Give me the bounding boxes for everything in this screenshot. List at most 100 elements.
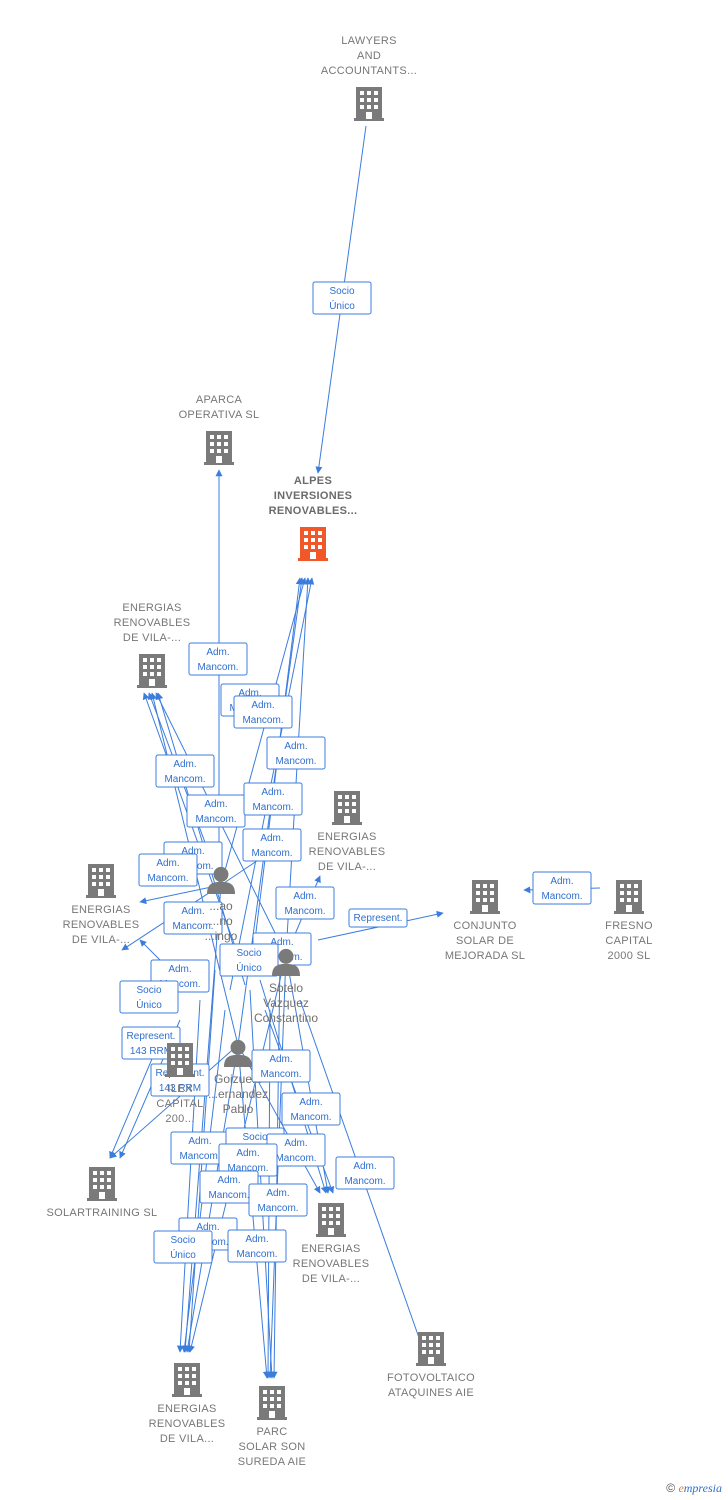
node-label: ALPES <box>294 475 332 487</box>
brand-footer: © empresia <box>666 1481 722 1496</box>
edge-label-text: Adm. <box>188 1136 211 1147</box>
edge-label-e22[interactable]: Adm.Mancom. <box>251 1049 311 1083</box>
edge-label-e14[interactable]: Represent. <box>348 908 408 928</box>
edge-label-e2[interactable]: Adm.Mancom. <box>188 642 248 676</box>
edge-label-text: Adm. <box>251 700 274 711</box>
edge-label-text: Adm. <box>236 1148 259 1159</box>
node-label: Goizue... <box>214 1072 262 1086</box>
edge-label-e33[interactable]: Adm.Mancom. <box>227 1229 287 1263</box>
company-node-lawyers[interactable]: LAWYERSANDACCOUNTANTS... <box>321 35 417 121</box>
edge-label-e27[interactable]: Adm. Mancom. <box>218 1143 278 1177</box>
edge-label-text: Adm. <box>266 1188 289 1199</box>
edge-label-text: Adm. <box>238 688 261 699</box>
edge-label-e18[interactable]: Adm.Mancom. <box>532 871 592 905</box>
relation-edge <box>109 1044 239 1159</box>
edge-label-e13[interactable]: Adm.Mancom. <box>163 901 223 935</box>
company-node-ilex[interactable]: ILEXCAPITAL200... <box>156 1043 203 1125</box>
building-icon <box>298 527 328 561</box>
node-label: RENOVABLES <box>293 1258 370 1270</box>
edge-label-box <box>219 943 279 977</box>
edge-label-e6[interactable]: Adm.Mancom. <box>155 754 215 788</box>
node-label: ENERGIAS <box>157 1403 216 1415</box>
edge-label-text: 143 RRM <box>130 1046 172 1057</box>
edge-label-e9[interactable]: Adm.Mancom. <box>242 828 302 862</box>
edge-label-box <box>312 281 372 315</box>
edge-label-text: Mancom. <box>275 756 316 767</box>
edge-label-text: Adm. <box>196 1222 219 1233</box>
node-label: CONJUNTO <box>453 920 516 932</box>
node-label: 200... <box>165 1113 194 1125</box>
edge-label-box <box>281 1092 341 1126</box>
edge-label-text: Adm. <box>299 1097 322 1108</box>
edge-label-e8[interactable]: Adm.Mancom. <box>243 782 303 816</box>
edge-label-text: Mancom. <box>208 1190 249 1201</box>
edge-label-box <box>251 1049 311 1083</box>
relation-edge <box>139 884 222 905</box>
edge-label-text: Adm. <box>293 891 316 902</box>
company-node-conjunto[interactable]: CONJUNTO SOLAR DE MEJORADA SL <box>445 880 525 962</box>
edge-label-e28[interactable]: Adm.Mancom. <box>335 1156 395 1190</box>
edge-label-e12[interactable]: Adm.Mancom. <box>275 886 335 920</box>
company-node-solartraining[interactable]: SOLARTRAINING SL <box>47 1167 158 1219</box>
edge-label-e26[interactable]: Adm.Mancom. <box>266 1133 326 1167</box>
node-label: ENERGIAS <box>301 1243 360 1255</box>
building-icon <box>87 1167 117 1201</box>
edge-label-text: Único <box>329 299 355 312</box>
node-label: 2000 SL <box>607 950 650 962</box>
node-label: RENOVABLES... <box>269 505 358 517</box>
edge-label-text: Mancom. <box>260 1069 301 1080</box>
edge-label-text: Adm. <box>261 787 284 798</box>
edge-label-box <box>155 754 215 788</box>
building-icon <box>86 864 116 898</box>
node-label: APARCA <box>196 394 243 406</box>
edge-label-e7[interactable]: Adm. Mancom. <box>186 794 246 828</box>
edge-label-text: Adm. <box>156 858 179 869</box>
empresia-logo[interactable]: empresia <box>678 1481 722 1495</box>
edge-label-box <box>163 901 223 935</box>
edge-label-text: Mancom. <box>197 662 238 673</box>
node-label: MEJORADA SL <box>445 950 525 962</box>
edge-label-text: Adm. <box>204 799 227 810</box>
person-node-p1[interactable]: ...ao...no...ingo <box>205 866 238 943</box>
building-icon <box>165 1043 195 1077</box>
edge-label-box <box>266 736 326 770</box>
edge-label-text: Adm. <box>181 846 204 857</box>
node-label: SOLARTRAINING SL <box>47 1207 158 1219</box>
edge-label-e23[interactable]: Adm.Mancom. <box>281 1092 341 1126</box>
node-label: SOLAR DE <box>456 935 514 947</box>
node-label: ATAQUINES AIE <box>388 1387 474 1399</box>
edge-label-e30[interactable]: Adm. Mancom. <box>248 1183 308 1217</box>
edge-label-box <box>233 695 293 729</box>
edge-label-text: Adm. <box>245 1234 268 1245</box>
edge-label-e4[interactable]: Adm.Mancom. <box>233 695 293 729</box>
edge-label-e5[interactable]: Adm.Mancom. <box>266 736 326 770</box>
company-node-alpes[interactable]: ALPESINVERSIONESRENOVABLES... <box>269 475 358 561</box>
edge-label-text: Mancom. <box>195 814 236 825</box>
relation-edge <box>109 1039 161 1159</box>
building-icon <box>204 431 234 465</box>
edge-label-text: Mancom. <box>257 1203 298 1214</box>
edge-label-e11[interactable]: Adm.Mancom. <box>138 853 198 887</box>
node-label: ILEX <box>167 1083 192 1095</box>
node-label: ...ernandez <box>208 1087 268 1101</box>
relation-edge <box>176 999 201 1353</box>
building-icon <box>354 87 384 121</box>
node-label: RENOVABLES <box>149 1418 226 1430</box>
building-icon <box>332 791 362 825</box>
edge-label-text: Mancom. <box>227 1163 268 1174</box>
